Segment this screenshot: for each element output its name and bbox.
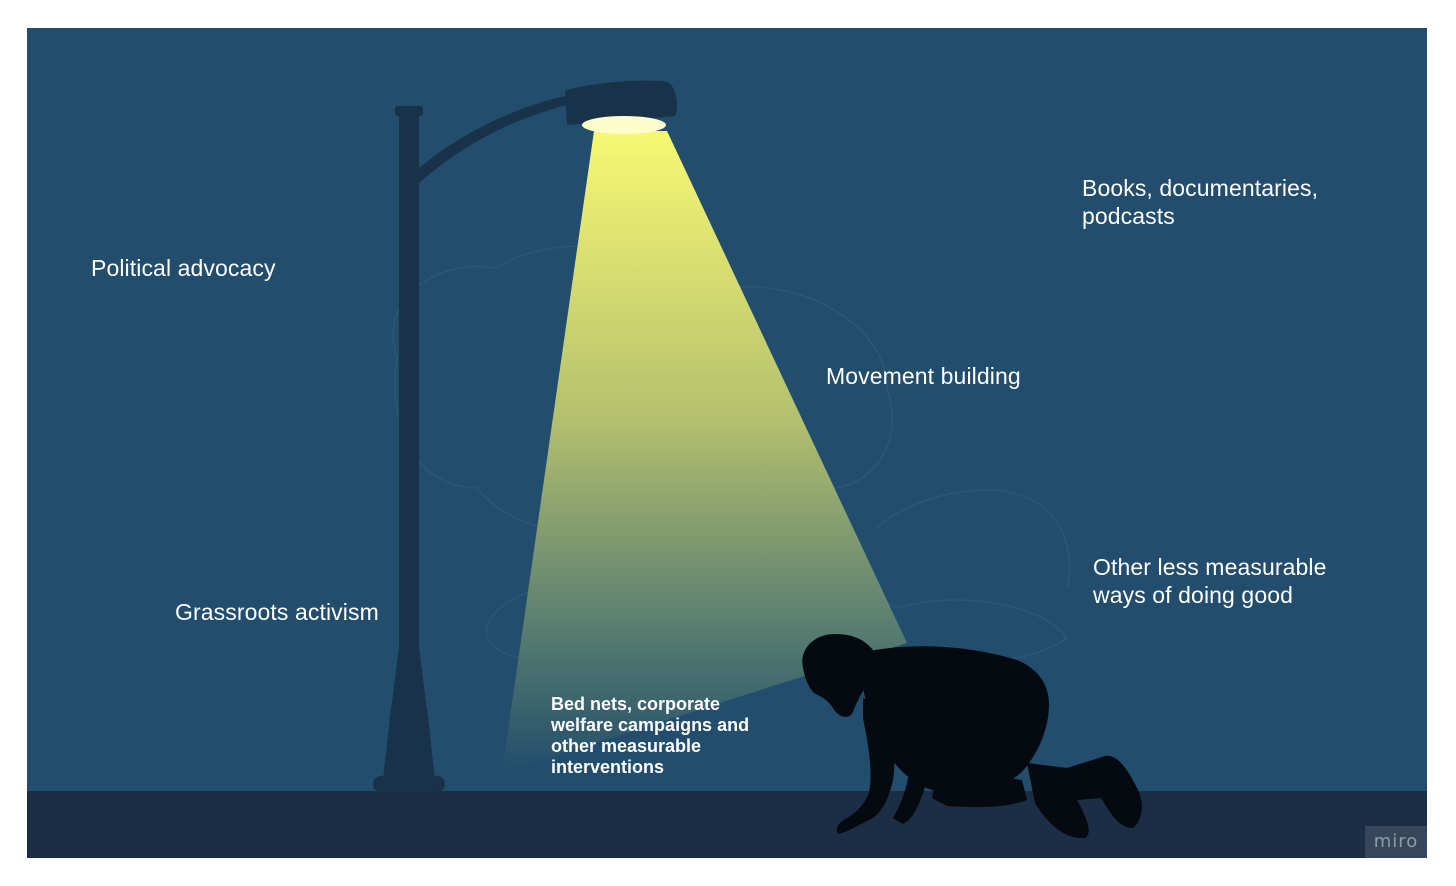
scene-graphic bbox=[27, 28, 1427, 858]
label-grassroots-activism: Grassroots activism bbox=[175, 599, 379, 625]
label-movement-building: Movement building bbox=[826, 363, 1021, 389]
streetlight-scene: Political advocacy Grassroots activism M… bbox=[27, 28, 1427, 858]
label-books-documentaries-podcasts: Books, documentaries, podcasts bbox=[1082, 175, 1319, 229]
miro-watermark: miro bbox=[1365, 826, 1427, 858]
lamp-bulb bbox=[582, 116, 666, 134]
street-lamp-icon bbox=[373, 80, 677, 792]
label-political-advocacy: Political advocacy bbox=[91, 255, 276, 281]
light-beam bbox=[502, 131, 907, 773]
ground bbox=[27, 791, 1427, 858]
label-other-less-measurable: Other less measurable ways of doing good bbox=[1093, 554, 1327, 608]
label-bed-nets-measurable: Bed nets, corporate welfare campaigns an… bbox=[551, 694, 750, 777]
crouching-person-icon bbox=[802, 634, 1142, 839]
